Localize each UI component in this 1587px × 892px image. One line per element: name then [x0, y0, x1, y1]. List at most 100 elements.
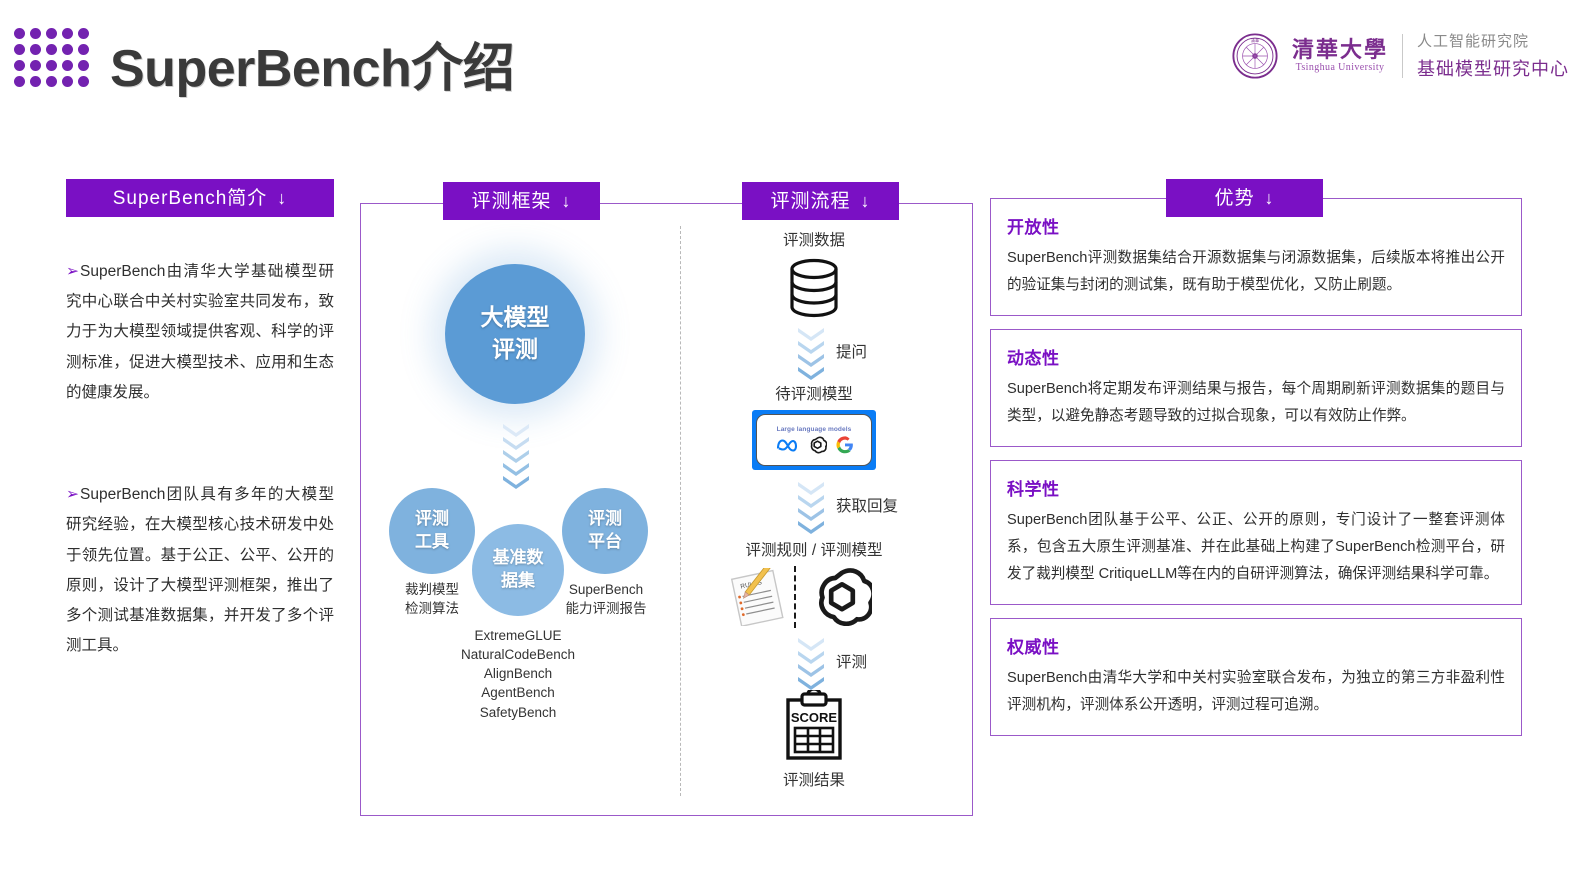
chevron-down-icon	[503, 450, 529, 463]
institute-name: 人工智能研究院	[1417, 33, 1530, 50]
advantage-card-openness: 开放性 SuperBench评测数据集结合开源数据集与闭源数据集，后续版本将推出…	[990, 198, 1522, 316]
circle-line-2: 工具	[415, 532, 449, 551]
tab-advantages[interactable]: 优势↓	[1166, 179, 1323, 217]
chevron-stack-ask	[798, 328, 824, 380]
framework-diagram: 大模型 评测 评测 工具 基准数 据集 评测 平台 裁判模型检测算法 Extre…	[372, 228, 662, 788]
advantage-title: 开放性	[1007, 218, 1060, 237]
score-clipboard-icon: SCORE	[786, 690, 842, 760]
circle-line-1: 评测	[588, 509, 622, 529]
process-label-eval-data: 评测数据	[782, 232, 845, 249]
tab-label: 评测框架	[471, 191, 552, 212]
brand-divider	[1402, 33, 1403, 78]
center-name: 基础模型研究中心	[1417, 59, 1569, 79]
intro-paragraph-1-text: SuperBench由清华大学基础模型研究中心联合中关村实验室共同发布，致力于为…	[66, 263, 334, 401]
institute-block: 人工智能研究院 基础模型研究中心	[1417, 30, 1569, 81]
process-arrow-label-get-reply: 获取回复	[836, 498, 899, 515]
circle-line-1: 基准数	[492, 548, 544, 568]
chevron-down-icon	[503, 476, 529, 489]
circle-eval-tool: 评测 工具	[389, 488, 475, 574]
chevron-down-icon: ↓	[860, 191, 871, 211]
chevron-down-icon: ↓	[561, 191, 572, 211]
meta-icon	[776, 438, 797, 452]
chevron-down-icon	[798, 664, 824, 677]
chevron-down-icon	[798, 482, 824, 495]
advantage-card-dynamism: 动态性 SuperBench将定期发布评测结果与报告，每个周期刷新评测数据集的题…	[990, 328, 1522, 447]
chevron-down-icon	[798, 367, 824, 380]
rules-model-dashed-divider	[794, 566, 796, 628]
tsinghua-seal-icon: 清華	[1232, 32, 1278, 79]
svg-text:清華: 清華	[1251, 37, 1259, 43]
process-diagram: 评测数据 提问 待评测模型 Large language models	[690, 228, 960, 798]
process-arrow-label-ask: 提问	[836, 344, 868, 361]
database-icon	[790, 258, 838, 318]
intro-column: SuperBench简介↓ ➢SuperBench由清华大学基础模型研究中心联合…	[66, 179, 334, 661]
chevron-down-icon	[503, 463, 529, 476]
process-arrow-label-evaluate: 评测	[836, 654, 868, 671]
chevron-down-icon: ↓	[277, 188, 288, 208]
chevron-down-icon	[798, 328, 824, 341]
page-title: SuperBench介绍	[110, 40, 515, 98]
chevron-down-icon	[798, 508, 824, 521]
tab-superbench-intro[interactable]: SuperBench简介 ↓	[66, 179, 334, 217]
chevron-down-icon	[798, 521, 824, 534]
caption-eval-tool: 裁判模型检测算法	[405, 582, 459, 617]
llm-logo-box: Large language models	[752, 410, 876, 470]
tab-evaluation-process[interactable]: 评测流程↓	[742, 182, 899, 220]
chevron-down-icon	[798, 651, 824, 664]
chevron-down-icon	[798, 677, 824, 690]
rules-paper-icon: RULES	[730, 568, 784, 626]
tsinghua-name-cn: 清華大學	[1291, 36, 1388, 62]
openai-icon	[810, 436, 827, 454]
bullet-icon: ➢	[66, 263, 79, 280]
tsinghua-name-block: 清華大學 Tsinghua University	[1291, 36, 1388, 73]
panel-dashed-divider	[680, 226, 681, 796]
tsinghua-name-en: Tsinghua University	[1295, 61, 1385, 73]
clipboard-score-text: SCORE	[791, 710, 838, 725]
advantage-body: SuperBench将定期发布评测结果与报告，每个周期刷新评测数据集的题目与类型…	[1007, 380, 1505, 424]
intro-paragraph-1: ➢SuperBench由清华大学基础模型研究中心联合中关村实验室共同发布，致力于…	[66, 257, 334, 408]
circle-benchmark-dataset: 基准数 据集	[472, 524, 564, 616]
chevron-down-icon	[798, 354, 824, 367]
process-label-eval-result: 评测结果	[782, 772, 845, 789]
advantage-title: 权威性	[1007, 637, 1060, 657]
chevron-stack-get-reply	[798, 482, 824, 534]
page-header: SuperBench介绍 清華 清華大學 Tsinghua University	[0, 0, 1587, 118]
intro-paragraph-2-text: SuperBench团队具有多年的大模型研究经验，在大模型核心技术研发中处于领先…	[66, 486, 334, 655]
intro-paragraph-2: ➢SuperBench团队具有多年的大模型研究经验，在大模型核心技术研发中处于领…	[66, 480, 334, 661]
advantage-body: SuperBench团队基于公平、公正、公开的原则，专门设计了一整套评测体系，包…	[1007, 511, 1505, 582]
circle-large-model-eval: 大模型 评测	[445, 264, 585, 404]
circle-eval-platform: 评测 平台	[562, 488, 648, 574]
advantage-card-authority: 权威性 SuperBench由清华大学和中关村实验室联合发布，为独立的第三方非盈…	[990, 617, 1522, 736]
advantage-body: SuperBench评测数据集结合开源数据集与闭源数据集，后续版本将推出公开的验…	[1007, 250, 1505, 293]
chevron-down-icon	[798, 495, 824, 508]
dot-grid-logo-icon	[14, 28, 91, 89]
chevron-down-icon	[503, 437, 529, 450]
advantage-body: SuperBench由清华大学和中关村实验室联合发布，为独立的第三方非盈利性评测…	[1007, 669, 1505, 713]
advantage-title: 动态性	[1007, 348, 1060, 368]
advantage-title: 科学性	[1007, 479, 1060, 499]
tab-label: 优势	[1214, 188, 1255, 209]
circle-line-1: 评测	[415, 509, 449, 529]
chevron-down-icon	[503, 424, 529, 437]
circle-line-2: 平台	[588, 532, 622, 551]
llm-logo-row	[775, 435, 854, 454]
process-label-rules-or-model: 评测规则 / 评测模型	[745, 542, 883, 559]
advantages-list: 开放性 SuperBench评测数据集结合开源数据集与闭源数据集，后续版本将推出…	[990, 198, 1522, 749]
process-label-model-under-test: 待评测模型	[775, 386, 853, 403]
framework-chevron-stack	[503, 424, 529, 489]
advantage-card-scientificity: 科学性 SuperBench团队基于公平、公正、公开的原则，专门设计了一整套评测…	[990, 459, 1522, 605]
chevron-down-icon	[798, 341, 824, 354]
tab-label: SuperBench简介	[112, 188, 268, 209]
tab-evaluation-framework[interactable]: 评测框架 ↓	[443, 182, 600, 220]
chevron-stack-evaluate	[798, 638, 824, 690]
chevron-down-icon	[798, 638, 824, 651]
openai-icon	[819, 568, 872, 626]
circle-line-2: 据集	[501, 571, 535, 590]
bullet-icon: ➢	[66, 486, 79, 504]
brand-lockup: 清華 清華大學 Tsinghua University 人工智能研究院 基础模型…	[1232, 30, 1569, 81]
llm-logo-box-inner: Large language models	[756, 414, 872, 466]
google-icon	[835, 435, 853, 453]
